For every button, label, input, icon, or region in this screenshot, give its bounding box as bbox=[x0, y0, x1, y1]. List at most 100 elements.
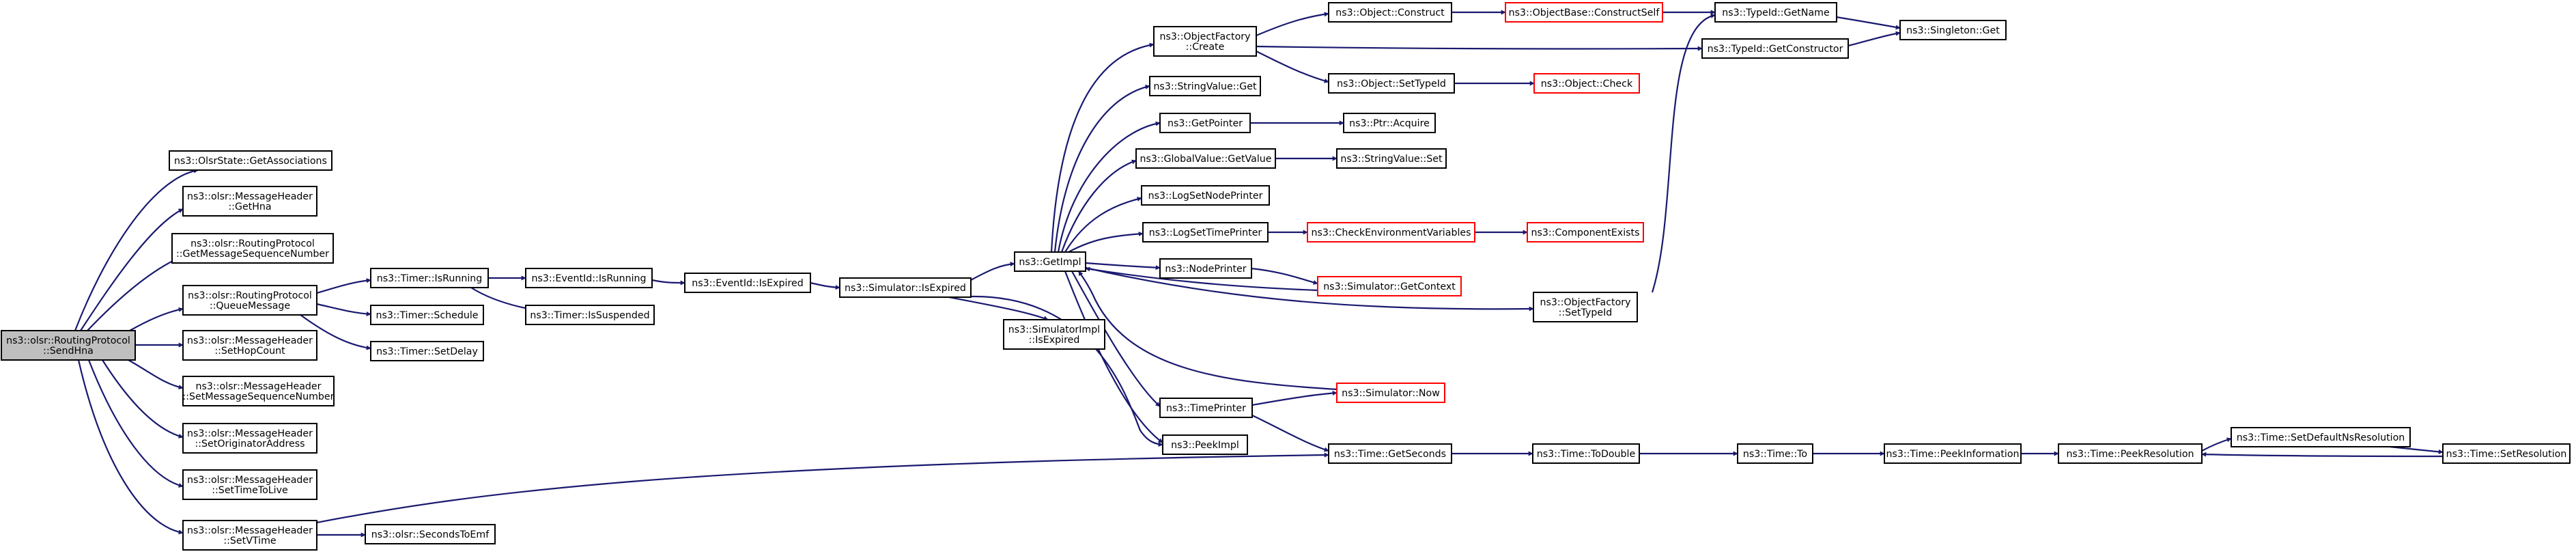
node-queuemsg[interactable]: ns3::olsr::RoutingProtocol::QueueMessage bbox=[182, 285, 317, 316]
node-timerisrunning[interactable]: ns3::Timer::IsRunning bbox=[370, 268, 489, 288]
node-timeprinter[interactable]: ns3::TimePrinter bbox=[1159, 398, 1253, 418]
edge-timepeekresolution-to-timesetdefaultnsres bbox=[2201, 437, 2232, 452]
node-box bbox=[2231, 427, 2411, 447]
node-timetodouble[interactable]: ns3::Time::ToDouble bbox=[1532, 443, 1640, 464]
node-label-line: ns3::olsr::MessageHeader bbox=[187, 525, 313, 536]
node-objectcheck[interactable]: ns3::Object::Check bbox=[1533, 73, 1640, 94]
node-nodeprinter[interactable]: ns3::NodePrinter bbox=[1159, 258, 1252, 279]
node-box bbox=[525, 268, 653, 288]
edge-sendhna-to-gethna bbox=[80, 208, 184, 331]
edge-nodeprinter-to-simgetcontext bbox=[1251, 267, 1318, 285]
node-globalvaluegetvalue[interactable]: ns3::GlobalValue::GetValue bbox=[1135, 148, 1276, 169]
node-objectconstruct[interactable]: ns3::Object::Construct bbox=[1328, 2, 1452, 23]
node-simisexpired[interactable]: ns3::Simulator::IsExpired bbox=[839, 277, 972, 298]
node-eventidisexpired[interactable]: ns3::EventId::IsExpired bbox=[684, 273, 811, 293]
node-getassoc[interactable]: ns3::OlsrState::GetAssociations bbox=[169, 150, 332, 171]
node-sendhna[interactable]: ns3::olsr::RoutingProtocol::SendHna bbox=[1, 330, 136, 361]
node-objfactorysettypeid[interactable]: ns3::ObjectFactory::SetTypeId bbox=[1533, 292, 1638, 322]
node-timeto[interactable]: ns3::Time::To bbox=[1737, 443, 1813, 464]
node-box bbox=[1014, 251, 1086, 272]
node-getpointer[interactable]: ns3::GetPointer bbox=[1159, 113, 1251, 133]
edge-getimpl-to-logsettimeprinter bbox=[1068, 231, 1144, 253]
node-label-line: ns3::ObjectBase::ConstructSelf bbox=[1509, 8, 1660, 18]
edge-timesetresolution-to-timepeekresolution bbox=[2201, 452, 2444, 458]
node-label-line: ns3::olsr::MessageHeader bbox=[187, 191, 313, 202]
node-stringvalueset[interactable]: ns3::StringValue::Set bbox=[1336, 148, 1447, 169]
edge-setvtime-to-timegetseconds bbox=[316, 452, 1329, 524]
node-simnow[interactable]: ns3::Simulator::Now bbox=[1336, 383, 1445, 403]
node-box bbox=[1714, 2, 1837, 23]
node-label-line: ::IsExpired bbox=[1029, 335, 1080, 346]
node-timerschedule[interactable]: ns3::Timer::Schedule bbox=[370, 305, 484, 325]
node-eventidisrunning[interactable]: ns3::EventId::IsRunning bbox=[525, 268, 653, 288]
node-timesetdefaultnsres[interactable]: ns3::Time::SetDefaultNsResolution bbox=[2231, 427, 2411, 447]
node-box bbox=[1532, 443, 1640, 464]
edge-queuemsg-to-timerschedule bbox=[316, 303, 371, 317]
node-box bbox=[1149, 76, 1261, 96]
node-timepeekresolution[interactable]: ns3::Time::PeekResolution bbox=[2058, 443, 2203, 464]
node-gethna[interactable]: ns3::olsr::MessageHeader::GetHna bbox=[182, 186, 317, 217]
node-sethopcount[interactable]: ns3::olsr::MessageHeader::SetHopCount bbox=[182, 330, 317, 361]
node-timegetseconds[interactable]: ns3::Time::GetSeconds bbox=[1328, 443, 1452, 464]
node-box bbox=[182, 520, 317, 551]
node-label-line: ::SetHopCount bbox=[214, 346, 285, 357]
node-setvtime[interactable]: ns3::olsr::MessageHeader::SetVTime bbox=[182, 520, 317, 551]
node-label-line: ns3::StringValue::Get bbox=[1153, 81, 1257, 92]
node-box bbox=[1328, 73, 1455, 94]
node-stringvalueget[interactable]: ns3::StringValue::Get bbox=[1149, 76, 1261, 96]
edge-simisexpired-to-getimpl bbox=[970, 262, 1015, 281]
node-label-line: ::SetTimeToLive bbox=[212, 485, 287, 496]
node-singletonget[interactable]: ns3::Singleton::Get bbox=[1899, 20, 2007, 40]
node-label-line: ns3::Timer::IsRunning bbox=[377, 273, 483, 284]
node-checkenv[interactable]: ns3::CheckEnvironmentVariables bbox=[1307, 222, 1475, 243]
node-objectbaseconstructself[interactable]: ns3::ObjectBase::ConstructSelf bbox=[1505, 2, 1663, 23]
node-objectsettypeid[interactable]: ns3::Object::SetTypeId bbox=[1328, 73, 1455, 94]
edge-timesetdefaultnsres-to-timesetresolution bbox=[2389, 445, 2444, 454]
node-getimpl[interactable]: ns3::GetImpl bbox=[1014, 251, 1086, 272]
node-label-line: ::GetMessageSequenceNumber bbox=[176, 249, 329, 260]
node-timerissuspended[interactable]: ns3::Timer::IsSuspended bbox=[525, 305, 655, 325]
node-label-line: ::Create bbox=[1186, 42, 1225, 53]
node-setttl[interactable]: ns3::olsr::MessageHeader::SetTimeToLive bbox=[182, 469, 317, 500]
node-box bbox=[1159, 258, 1252, 279]
node-timersetdelay[interactable]: ns3::Timer::SetDelay bbox=[370, 341, 484, 361]
edge-getimpl-to-globalvaluegetvalue bbox=[1060, 159, 1137, 253]
node-box bbox=[365, 524, 496, 544]
node-ptracquire[interactable]: ns3::Ptr::Acquire bbox=[1343, 113, 1436, 133]
node-timesetresolution[interactable]: ns3::Time::SetResolution bbox=[2442, 443, 2571, 464]
node-simimplisexpired[interactable]: ns3::SimulatorImpl::IsExpired bbox=[1003, 319, 1105, 350]
node-logsetnodeprinter[interactable]: ns3::LogSetNodePrinter bbox=[1141, 185, 1270, 206]
node-box bbox=[1135, 148, 1276, 169]
node-secondstoemf[interactable]: ns3::olsr::SecondsToEmf bbox=[365, 524, 496, 544]
node-label-line: ns3::Time::PeekInformation bbox=[1886, 449, 2019, 460]
edge-sendhna-to-setorig bbox=[102, 359, 184, 439]
node-setorig[interactable]: ns3::olsr::MessageHeader::SetOriginatorA… bbox=[182, 423, 317, 454]
node-box bbox=[1162, 434, 1248, 455]
node-label-line: ns3::Timer::IsSuspended bbox=[530, 310, 649, 321]
node-label-line: ns3::Simulator::IsExpired bbox=[845, 283, 966, 294]
node-typeidgetconstructor[interactable]: ns3::TypeId::GetConstructor bbox=[1701, 38, 1849, 59]
node-label-line: ns3::Object::Check bbox=[1541, 79, 1633, 89]
node-label-line: ns3::SimulatorImpl bbox=[1008, 324, 1100, 335]
node-peekimpl[interactable]: ns3::PeekImpl bbox=[1162, 434, 1248, 455]
edge-getimpl-to-nodeprinter bbox=[1085, 262, 1161, 271]
node-logsettimeprinter[interactable]: ns3::LogSetTimePrinter bbox=[1142, 222, 1269, 243]
edge-simnow-to-getimpl bbox=[1078, 271, 1337, 391]
edge-objfactorycreate-to-typeidgetconstructor bbox=[1256, 45, 1703, 51]
node-componentexists[interactable]: ns3::ComponentExists bbox=[1527, 222, 1644, 243]
node-box bbox=[1159, 113, 1251, 133]
node-label-line: ns3::olsr::MessageHeader bbox=[187, 428, 313, 439]
node-objfactorycreate[interactable]: ns3::ObjectFactory::Create bbox=[1153, 26, 1257, 57]
node-box bbox=[1336, 383, 1445, 403]
node-box bbox=[1737, 443, 1813, 464]
node-setmsgseq[interactable]: ns3::olsr::MessageHeader::SetMessageSequ… bbox=[182, 376, 335, 406]
node-typeidgetname[interactable]: ns3::TypeId::GetName bbox=[1714, 2, 1837, 23]
edge-typeidgetconstructor-to-singletonget bbox=[1848, 31, 1901, 47]
node-timepeekinformation[interactable]: ns3::Time::PeekInformation bbox=[1884, 443, 2022, 464]
node-label-line: ns3::GetImpl bbox=[1019, 257, 1081, 268]
node-getmsgseq[interactable]: ns3::olsr::RoutingProtocol::GetMessageSe… bbox=[171, 233, 334, 264]
node-simgetcontext[interactable]: ns3::Simulator::GetContext bbox=[1317, 276, 1462, 296]
node-box bbox=[684, 273, 811, 293]
